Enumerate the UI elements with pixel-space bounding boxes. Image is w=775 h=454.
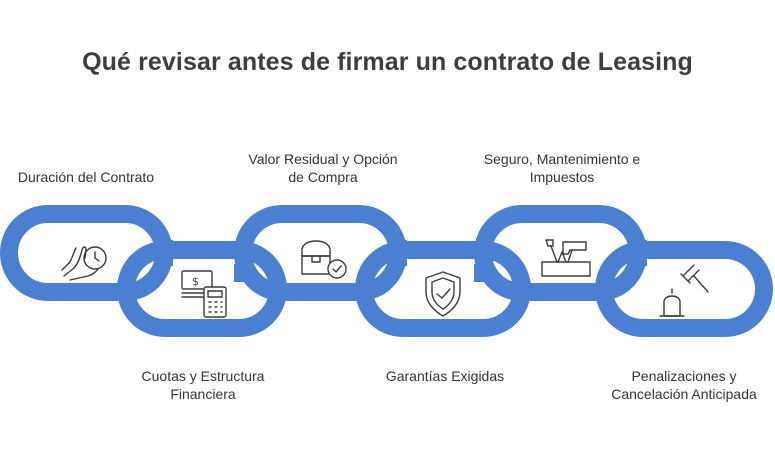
label-valor-residual: Valor Residual y Opción de Compra [248,151,398,185]
chest-check-icon [301,240,347,279]
toolbox-icon [541,239,591,277]
chain-link-4 [355,241,531,337]
money-calculator-icon: $ [181,270,227,318]
chain-link-6 [595,241,773,337]
label-seguro: Seguro, Mantenimiento e Impuestos [483,151,641,185]
svg-text:$: $ [192,275,199,288]
chain-link-2 [117,241,287,337]
label-penalizaciones: Penalizaciones y Cancelación Anticipada [611,368,757,402]
page-title: Qué revisar antes de firmar un contrato … [82,48,693,76]
shield-check-icon [425,271,461,317]
gavel-icon [659,264,709,317]
hand-clock-icon [61,246,107,281]
label-duracion: Duración del Contrato [17,169,155,185]
label-cuotas: Cuotas y Estructura Financiera [141,368,265,402]
label-garantias: Garantías Exigidas [385,368,505,384]
